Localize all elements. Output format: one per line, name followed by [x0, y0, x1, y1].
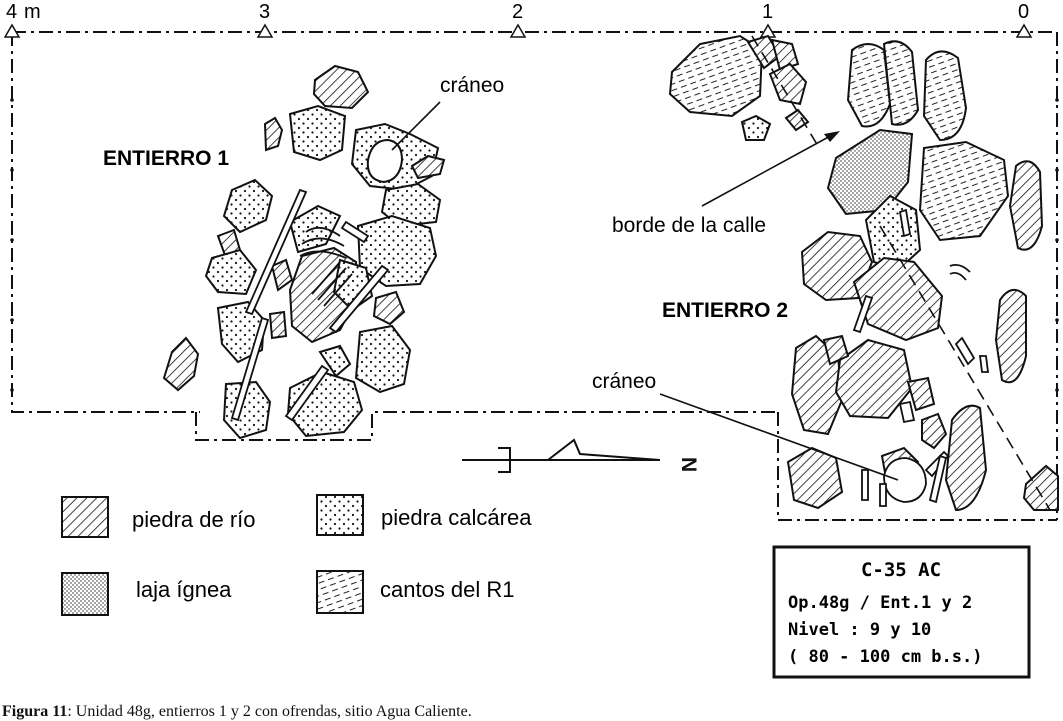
figure-caption: Figura 11: Unidad 48g, entierros 1 y 2 c…: [2, 703, 472, 721]
river-stone: [852, 256, 944, 342]
grid-pins: [10, 98, 1059, 392]
limestone-stone: [740, 114, 772, 141]
unit-boundary: [11, 31, 1058, 521]
river-stone: [834, 338, 914, 420]
river-stone: [822, 334, 850, 366]
street-edge-arrow: [701, 133, 835, 207]
burial-2-label: ENTIERRO 2: [662, 299, 788, 322]
long-bone: [978, 355, 990, 373]
river-stone: [1008, 160, 1044, 251]
legend-swatch-igneous-slab: [61, 572, 109, 616]
scale-marker-2: 2: [509, 1, 527, 38]
river-stone: [268, 310, 288, 340]
limestone-stone: [318, 344, 352, 378]
level-line: Nivel : 9 y 10: [788, 620, 931, 640]
river-stone: [312, 64, 370, 110]
limestone-stone: [356, 214, 438, 288]
river-stone: [921, 412, 948, 450]
scale-marker-4: 4 m: [3, 1, 41, 38]
burial-1-label: ENTIERRO 1: [103, 147, 229, 170]
long-bone: [879, 483, 887, 507]
river-stone: [770, 38, 800, 72]
long-bone: [852, 294, 874, 334]
burial-2-stones: [668, 34, 1059, 512]
river-stone: [410, 154, 446, 180]
long-bone: [284, 364, 330, 422]
burial-1-bones: [230, 188, 390, 422]
river-stone: [784, 108, 810, 132]
scale-tick-1: 1: [762, 1, 773, 23]
site-code: C-35 AC: [861, 559, 941, 581]
limestone-stone: [380, 182, 442, 228]
skull-1: [366, 138, 404, 184]
scale-tick-0: 0: [1018, 1, 1029, 23]
scale-tick-2: 2: [512, 1, 523, 23]
scale-tick-3: 3: [259, 1, 270, 23]
limestone-stone: [354, 324, 412, 394]
scale-marker-3: 3: [256, 1, 274, 38]
street-edge-label: borde de la calle: [612, 214, 766, 237]
long-bone: [861, 469, 869, 501]
igneous-slab: [826, 128, 914, 216]
river-stone: [786, 446, 844, 510]
scale-marker-0: 0: [1015, 1, 1033, 38]
burial-2-bones: [852, 208, 990, 507]
scale-tick-4: 4: [6, 1, 17, 23]
long-bone: [898, 400, 916, 424]
r1-boulder: [668, 34, 764, 118]
limestone-stone: [288, 104, 347, 162]
caption-text: : Unidad 48g, entierros 1 y 2 con ofrend…: [67, 703, 472, 720]
limestone-stone: [204, 248, 258, 296]
river-stone: [162, 336, 200, 392]
site-info-box: C-35 AC Op.48g / Ent.1 y 2 Nivel : 9 y 1…: [772, 545, 1031, 679]
limestone-stone: [222, 178, 274, 234]
limestone-stone: [222, 380, 272, 440]
legend-swatch-river-stone: [61, 496, 109, 538]
river-stone: [372, 290, 406, 326]
long-bone: [928, 454, 948, 504]
river-stone: [906, 376, 936, 412]
long-bone: [328, 264, 390, 334]
figure-number: Figura 11: [2, 703, 68, 720]
scale-unit: m: [24, 1, 41, 23]
river-stone: [1022, 464, 1059, 511]
r1-boulder: [918, 140, 1010, 242]
north-arrow: N: [462, 438, 700, 473]
skull-2-pointer: [659, 393, 899, 481]
skull-1-label: cráneo: [440, 74, 504, 97]
long-bone: [954, 336, 976, 366]
north-label: N: [677, 457, 700, 472]
depth-line: ( 80 - 100 cm b.s.): [788, 647, 982, 667]
r1-boulder: [882, 40, 920, 126]
legend-limestone: piedra calcárea: [381, 505, 532, 530]
legend-r1-boulders: cantos del R1: [380, 577, 515, 602]
legend-river-stone: piedra de río: [132, 507, 256, 532]
river-stone: [270, 258, 294, 292]
long-bone: [340, 220, 370, 244]
r1-boulder: [922, 50, 968, 142]
skull-1-pointer: [391, 101, 441, 151]
long-bone: [244, 188, 308, 316]
skull-2-label: cráneo: [592, 370, 656, 393]
legend-swatch-limestone: [316, 494, 364, 536]
river-stone: [994, 289, 1027, 384]
r1-boulder: [846, 43, 892, 128]
river-stone: [263, 116, 284, 152]
burial-1-stones: [162, 64, 446, 440]
skull-2: [883, 457, 927, 503]
river-stone: [768, 62, 808, 106]
legend: piedra de río piedra calcárea laja ígnea…: [61, 494, 532, 616]
legend-igneous-slab: laja ígnea: [136, 577, 232, 602]
arrowhead: [824, 131, 840, 142]
long-bone: [898, 208, 912, 238]
long-bone: [230, 316, 270, 422]
river-stone: [944, 404, 988, 512]
operation-line: Op.48g / Ent.1 y 2: [788, 593, 972, 613]
legend-swatch-r1-boulders: [316, 570, 364, 614]
street-edge-line: [751, 35, 1051, 511]
